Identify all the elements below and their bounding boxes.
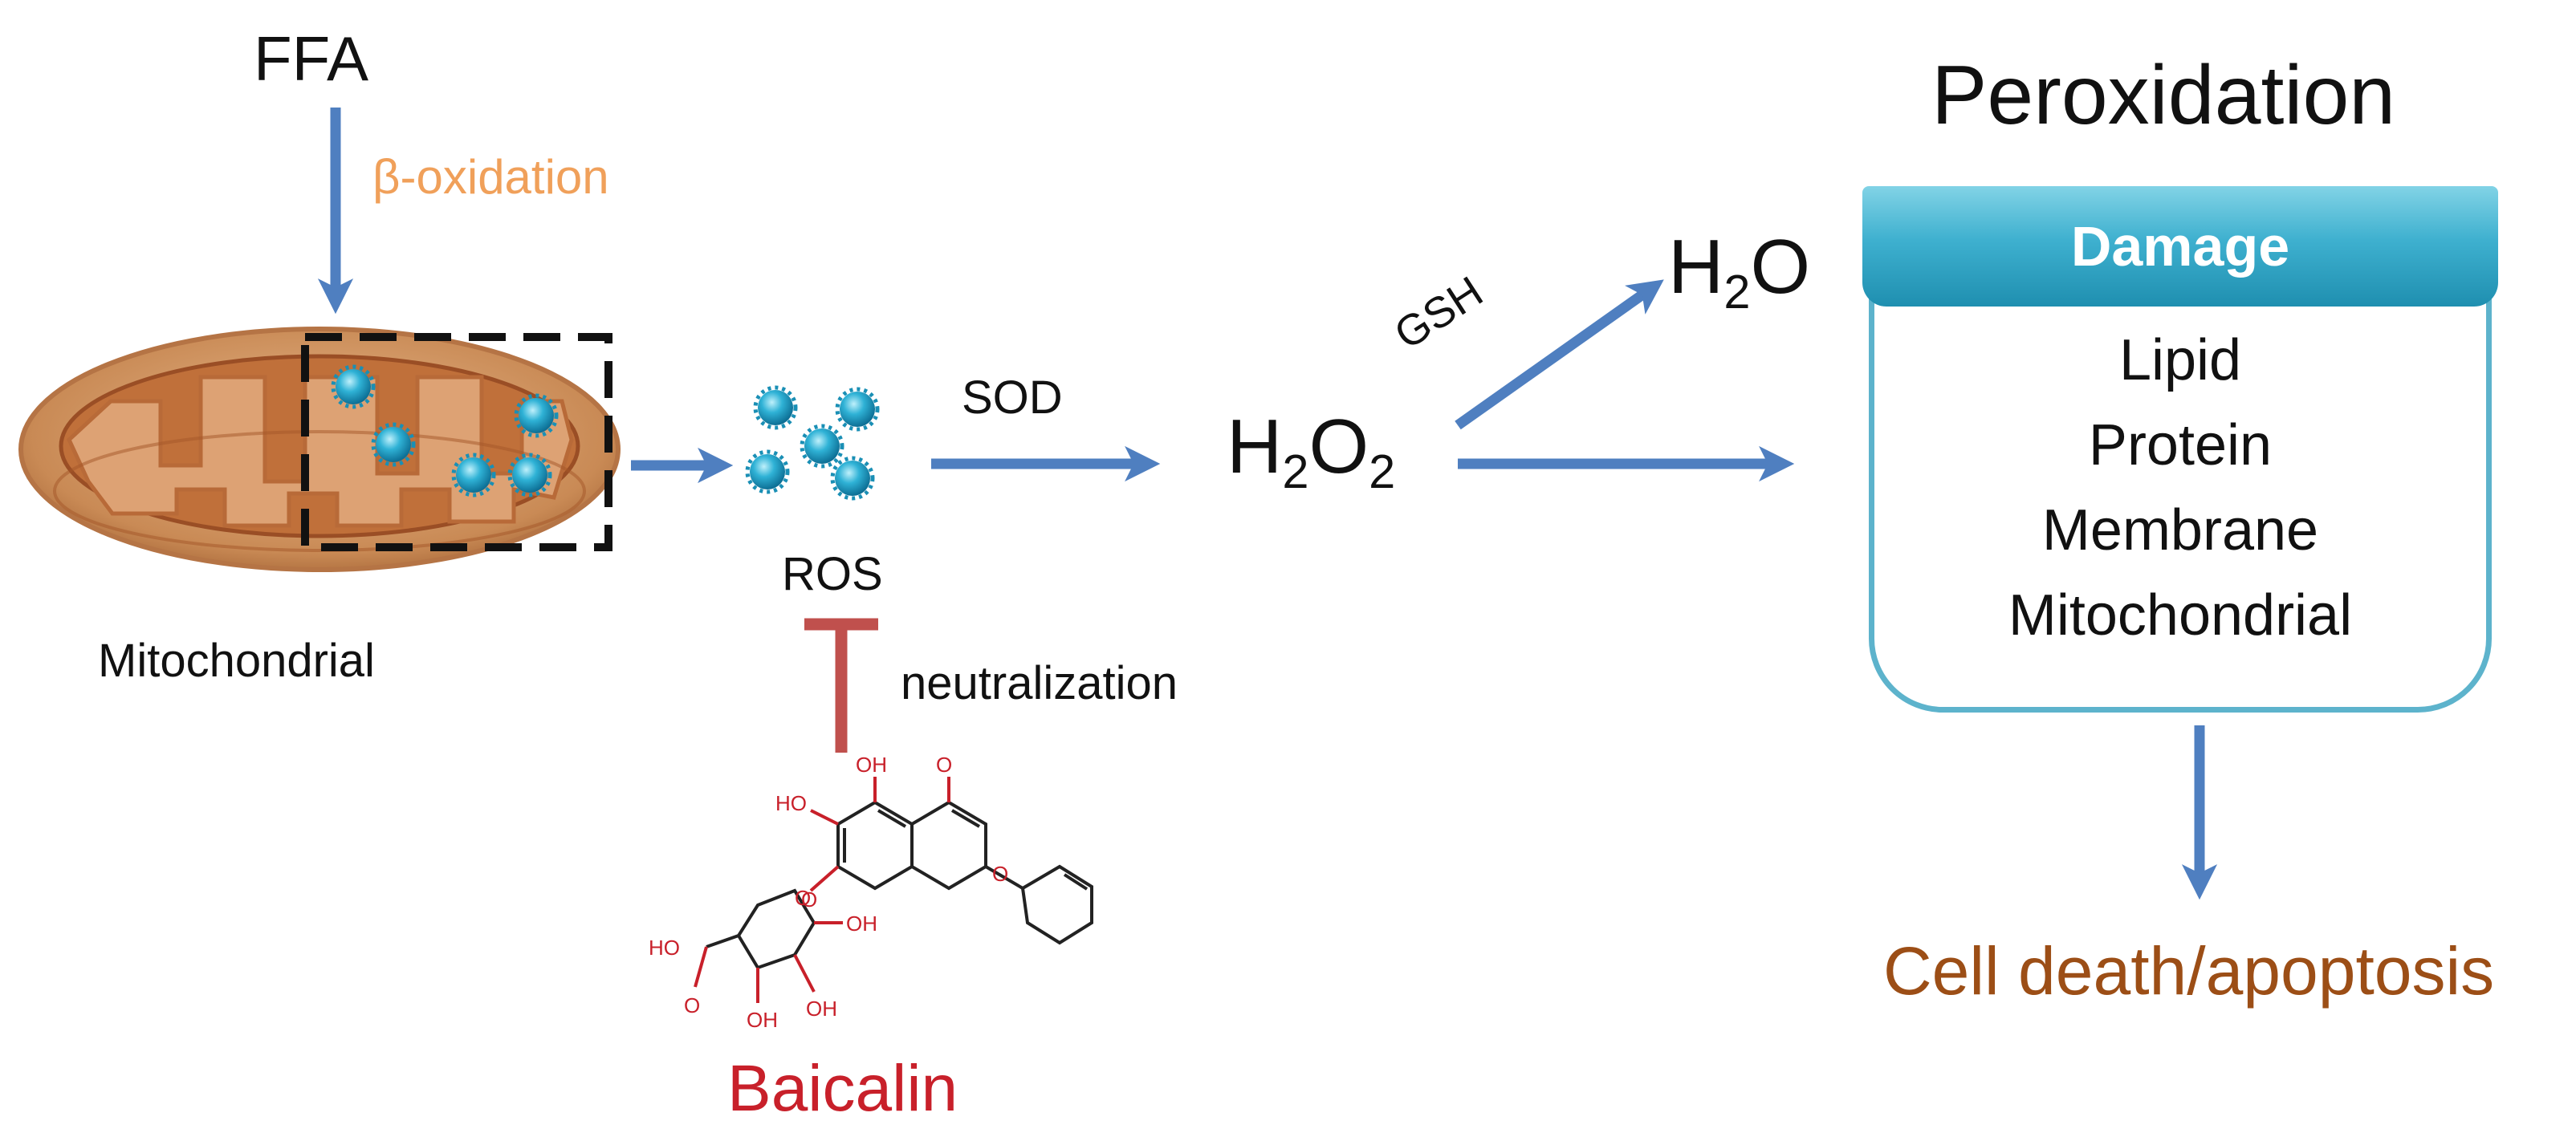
ros-origin-dashed-box <box>301 333 612 551</box>
cell-death-label: Cell death/apoptosis <box>1883 933 2495 1009</box>
baicalin-atom-labels: O OH HO O O O HO O OH OH OH <box>649 753 1008 1032</box>
svg-text:O: O <box>801 887 817 912</box>
svg-text:OH: OH <box>747 1008 778 1032</box>
water-label: H2O <box>1668 224 1811 319</box>
svg-text:O: O <box>684 993 700 1017</box>
svg-text:OH: OH <box>806 997 837 1021</box>
sod-label: SOD <box>962 372 1063 424</box>
svg-text:OH: OH <box>846 912 877 936</box>
mitochondrion-icon <box>18 327 621 572</box>
hydrogen-peroxide-label: H2O2 <box>1227 404 1396 499</box>
damage-box-header: Damage <box>1862 186 2498 307</box>
ros-cluster-icon <box>747 388 877 498</box>
baicalin-label: Baicalin <box>727 1052 958 1125</box>
ffa-label: FFA <box>254 23 369 94</box>
peroxidation-title: Peroxidation <box>1931 49 2396 142</box>
svg-text:HO: HO <box>775 791 807 815</box>
mitochondrial-label: Mitochondrial <box>98 635 375 687</box>
beta-oxidation-label: β-oxidation <box>372 150 609 204</box>
damage-item-protein: Protein <box>2088 413 2273 477</box>
damage-item-lipid: Lipid <box>2118 328 2242 392</box>
svg-text:OH: OH <box>856 753 887 777</box>
neutralization-label: neutralization <box>901 657 1178 709</box>
svg-text:HO: HO <box>649 936 680 960</box>
svg-text:O: O <box>795 886 811 910</box>
gsh-arrow <box>1455 279 1664 430</box>
inhibition-symbol <box>804 618 878 753</box>
svg-text:O: O <box>992 862 1008 886</box>
damage-list: Lipid Protein Membrane Mitochondrial <box>1869 318 2492 658</box>
ros-label: ROS <box>782 548 883 600</box>
damage-item-mitochondrial: Mitochondrial <box>2008 583 2353 648</box>
svg-text:O: O <box>936 753 952 777</box>
damage-item-membrane: Membrane <box>2041 498 2319 562</box>
baicalin-structure-icon <box>694 777 1093 1003</box>
